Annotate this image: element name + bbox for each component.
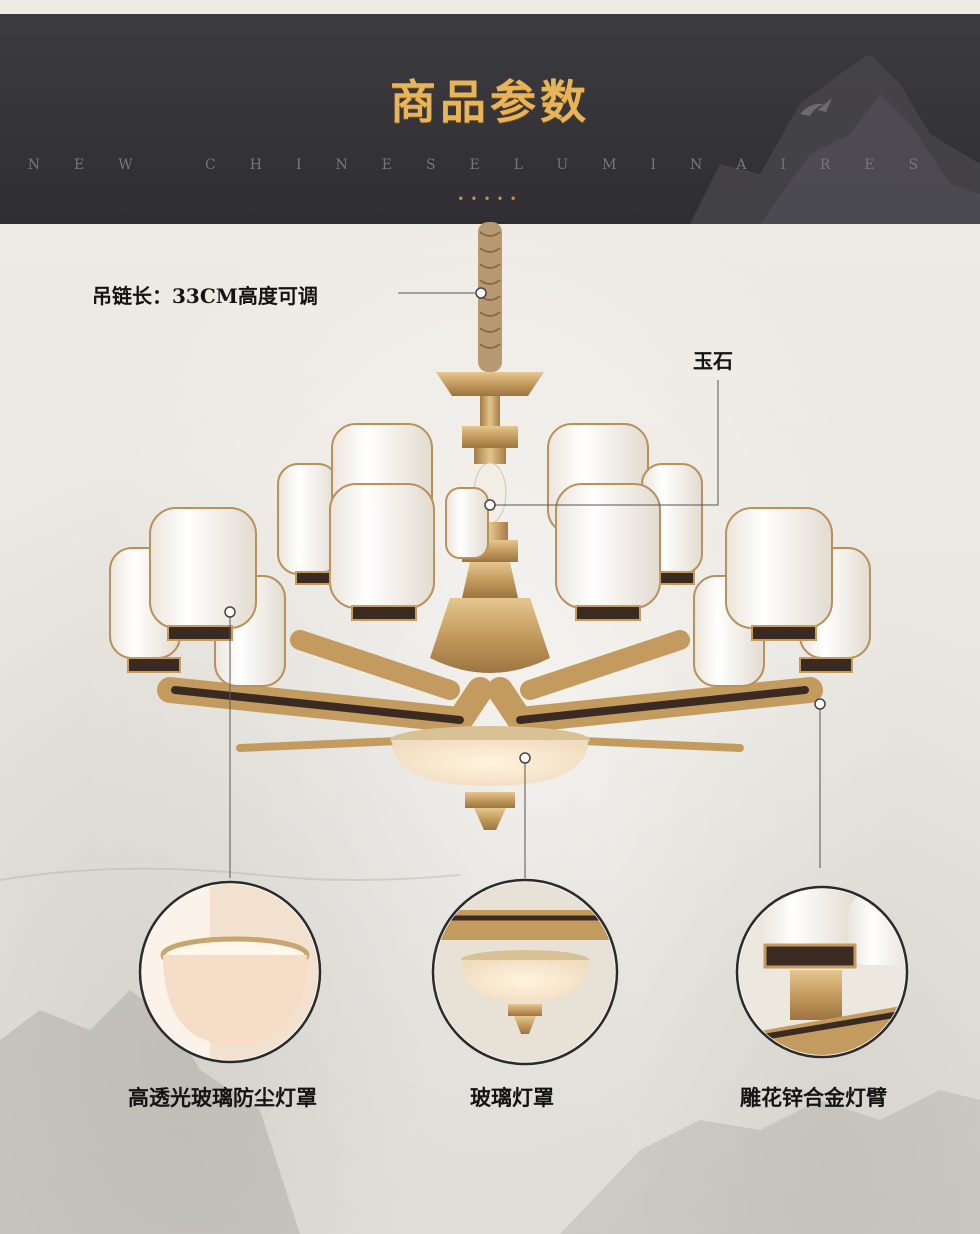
glass-shade-label: 玻璃灯罩: [470, 1085, 554, 1110]
lamp-arms: [157, 630, 823, 752]
divider-dots: •••••: [457, 192, 523, 206]
alloy-arm-label: 雕花锌合金灯臂: [740, 1085, 887, 1110]
page-title: 商品参数: [390, 75, 590, 129]
detail-circle-glass-bowl: [431, 878, 619, 1066]
fret-bands: [127, 571, 853, 673]
center-bowl: [390, 726, 590, 830]
header-band: 商品参数 NEW CHINESELUMINAIRES •••••: [0, 14, 980, 224]
detail-circle-glass-shade: [138, 880, 322, 1064]
subtitle-letters: NEW CHINESELUMINAIRES: [27, 157, 953, 173]
callout-lines: [229, 292, 821, 878]
ink-landscape: [0, 867, 980, 1234]
jade-label: 玉石: [693, 349, 733, 373]
detail-circle-alloy-arm: [735, 885, 909, 1059]
chain-length-label: 吊链长：33CM高度可调: [92, 284, 318, 308]
lamp-shades: [109, 423, 871, 687]
glass-dust-shade-label: 高透光玻璃防尘灯罩: [128, 1085, 317, 1110]
callout-dots: [224, 287, 826, 764]
ink-mountain-decoration: [690, 54, 980, 224]
